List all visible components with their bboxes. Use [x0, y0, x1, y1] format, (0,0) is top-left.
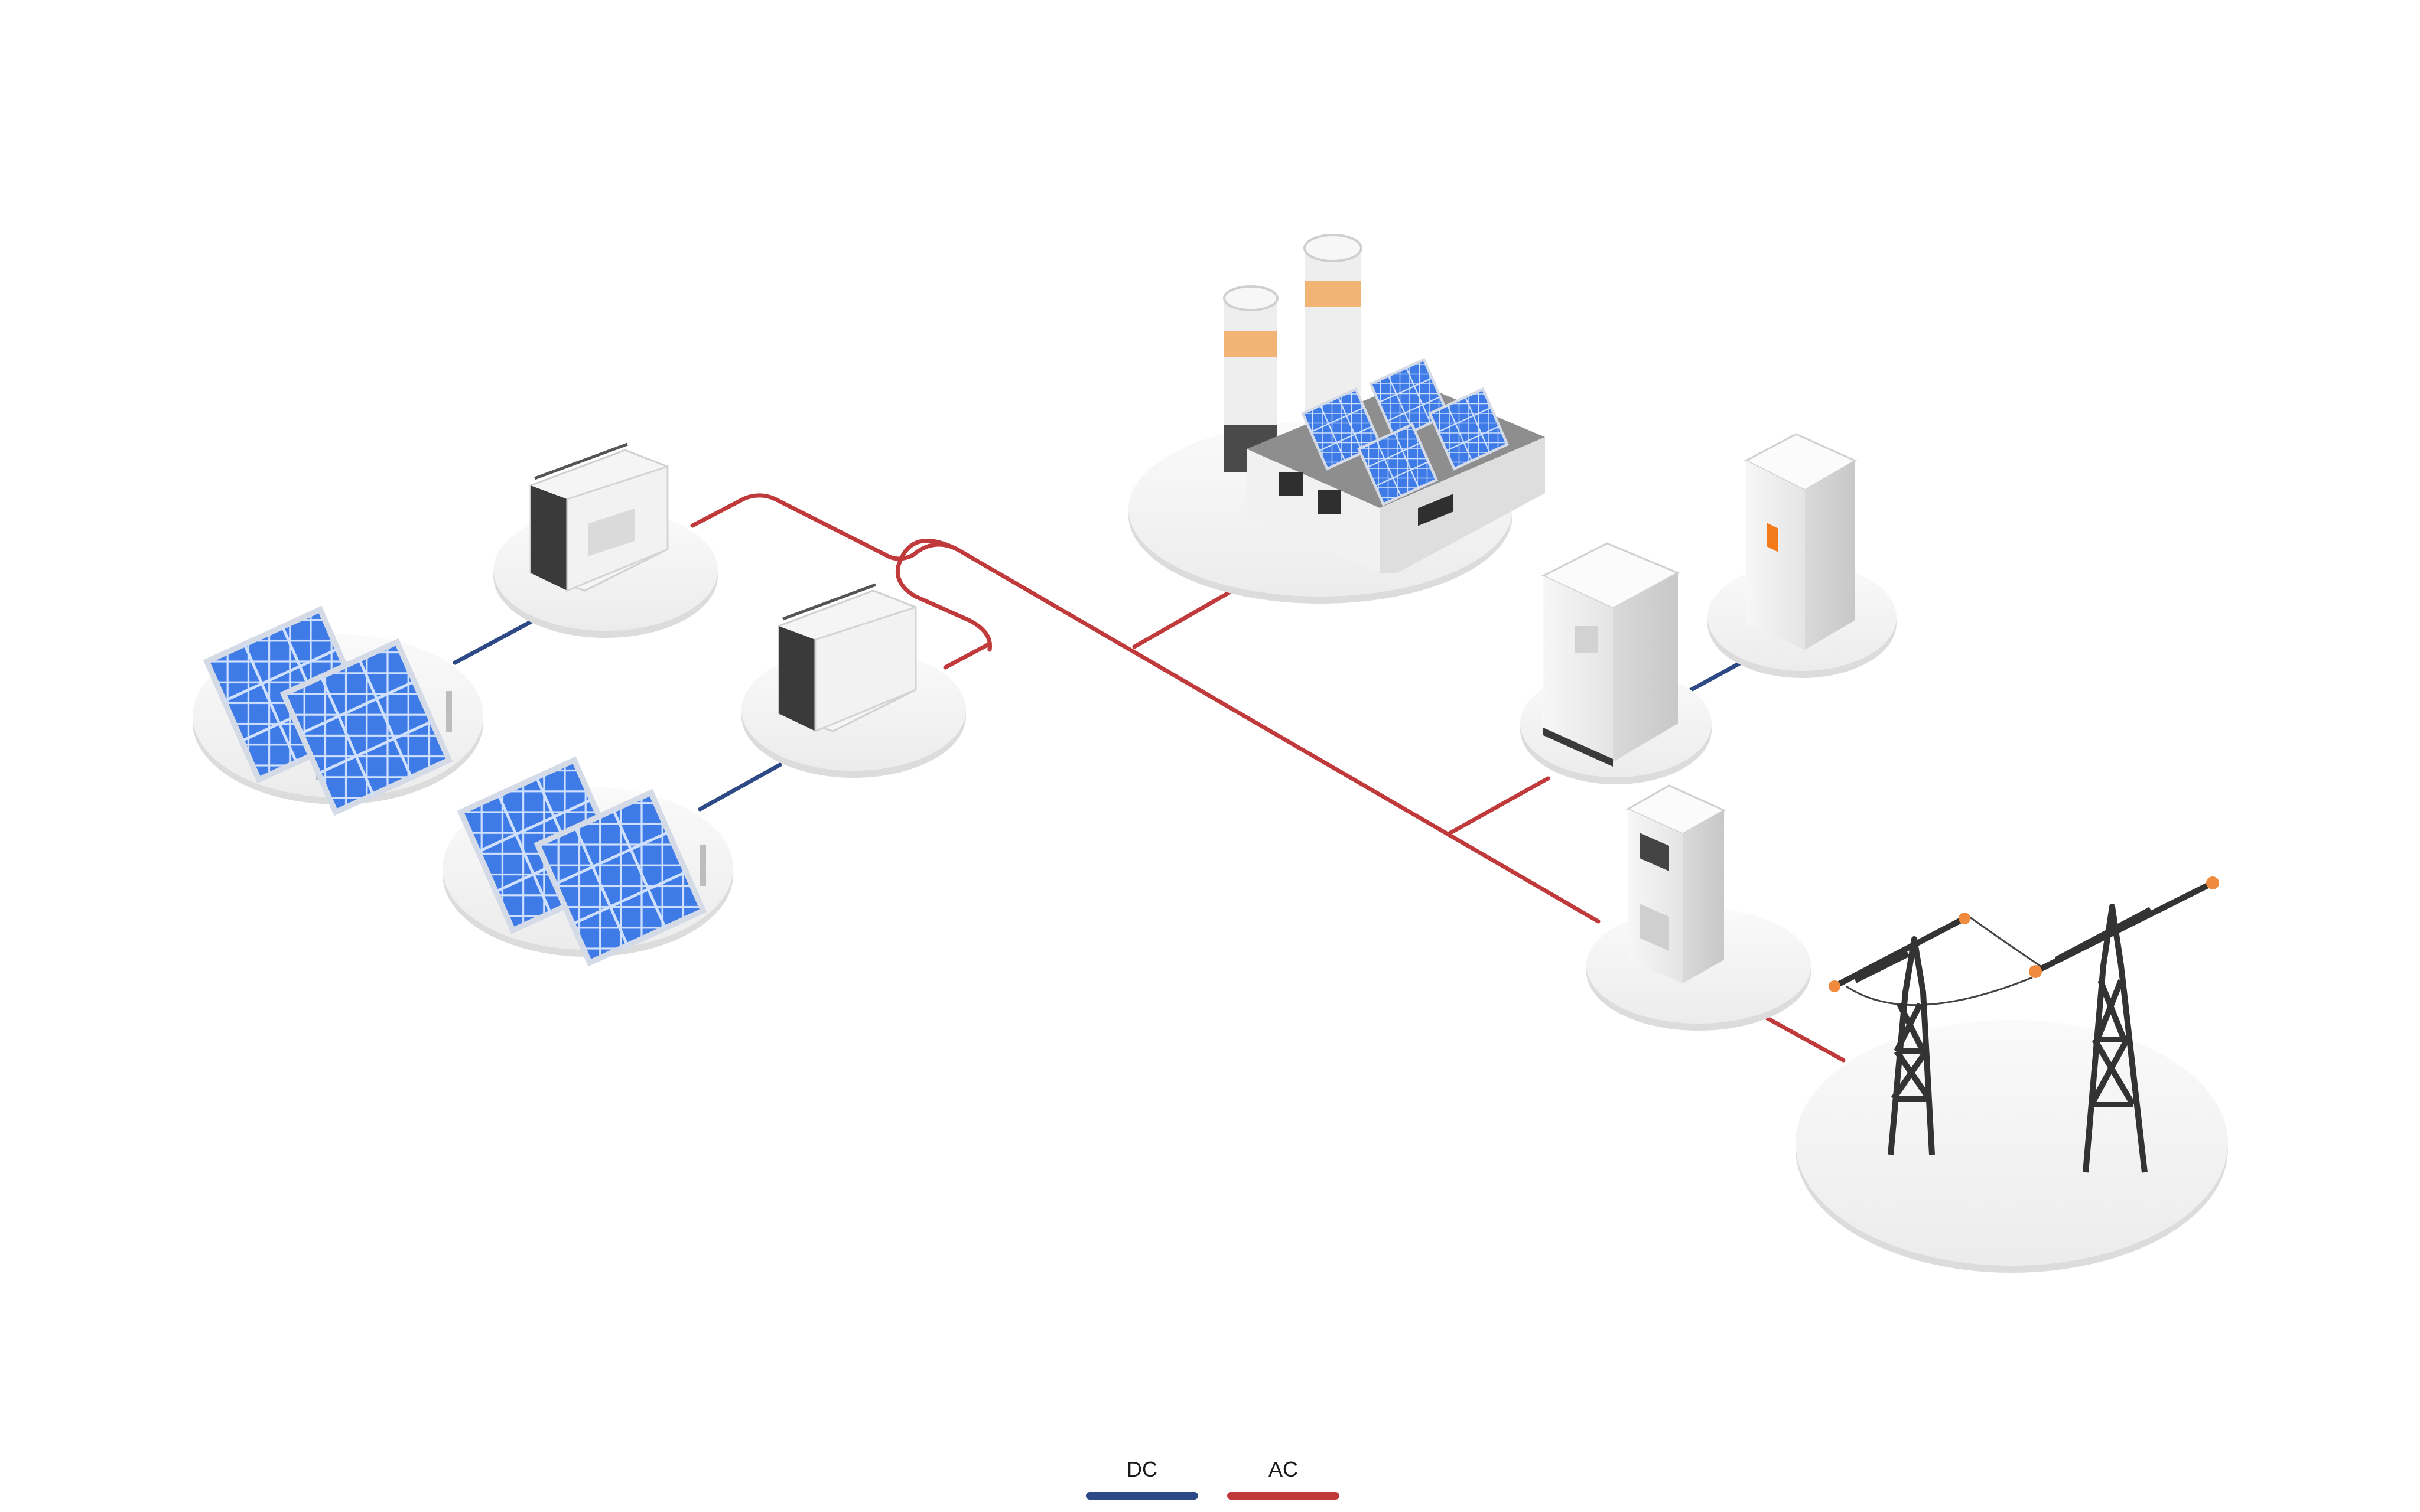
- cables: [453, 493, 1846, 1063]
- dc-cables: [453, 619, 1745, 812]
- legend-ac-label: AC: [1268, 1457, 1298, 1481]
- transmission-tower-icon: [1796, 876, 2228, 1273]
- ac-inverter2-loop: [895, 539, 993, 670]
- legend-ac-swatch: [1227, 1492, 1339, 1500]
- string-inverter-icon: [493, 442, 718, 638]
- legend-dc: DC: [1086, 1459, 1198, 1500]
- ac-grid-feed: [1755, 1011, 1846, 1063]
- power-cabinet-icon: [1520, 542, 1712, 784]
- battery-cabinet-icon: [1707, 433, 1897, 678]
- ac-cables: [690, 493, 1846, 1063]
- dc-cable-battery: [1684, 659, 1745, 695]
- control-cabinet-icon: [1586, 784, 1811, 1031]
- dc-cable-array1: [453, 619, 534, 665]
- legend-dc-label: DC: [1127, 1457, 1157, 1481]
- factory-icon: [1128, 234, 1545, 604]
- legend-dc-swatch: [1086, 1492, 1198, 1500]
- legend-ac: AC: [1227, 1459, 1339, 1500]
- string-inverter-icon: [741, 583, 966, 778]
- solar-array-icon: [443, 760, 733, 963]
- dc-cable-array2: [698, 762, 782, 812]
- solar-array-icon: [193, 610, 483, 812]
- ac-cabinet-branch: [1448, 776, 1550, 835]
